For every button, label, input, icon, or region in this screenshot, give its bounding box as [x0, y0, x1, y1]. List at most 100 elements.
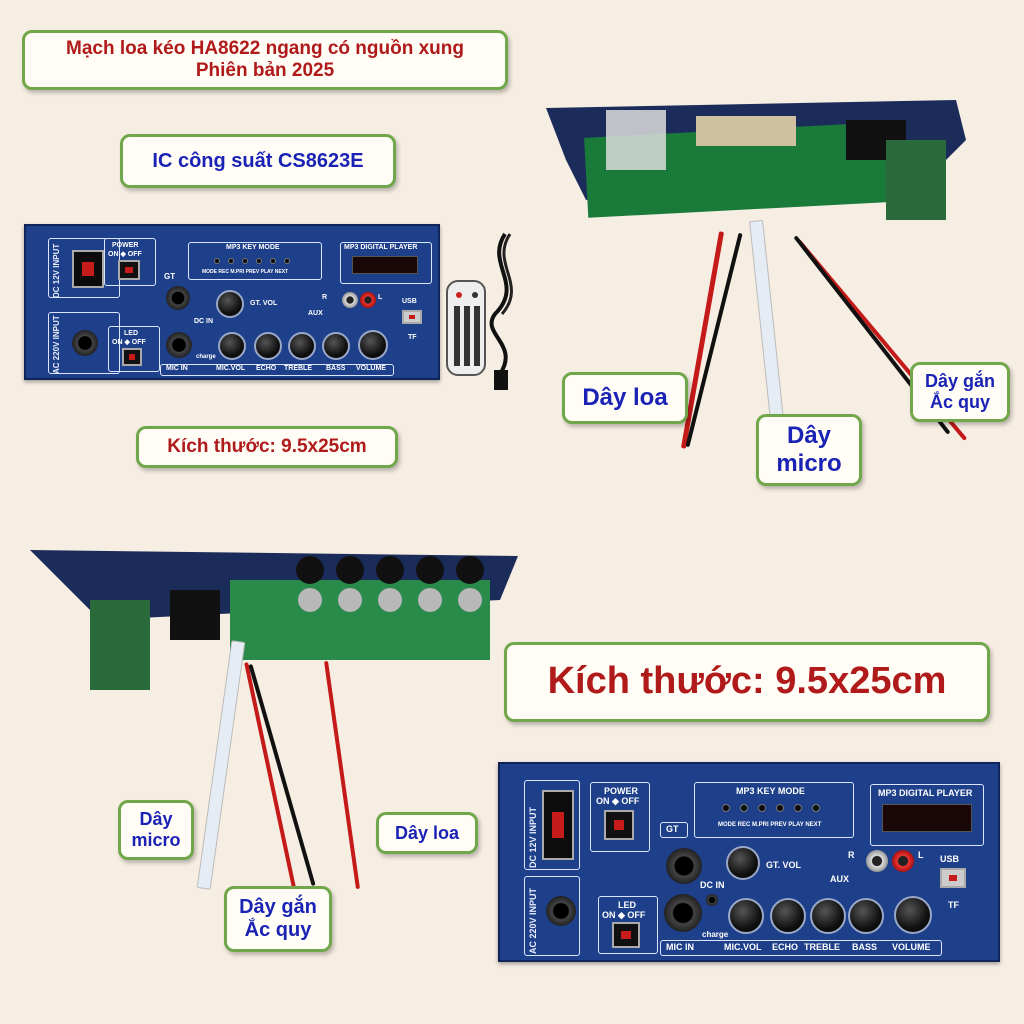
power-switch-lg[interactable]	[604, 810, 634, 840]
power-box-lg	[590, 782, 650, 852]
mic-in-jack-lg[interactable]	[664, 894, 702, 932]
volume-label: VOLUME	[356, 365, 386, 372]
ac-input-box-lg	[524, 876, 580, 956]
ac-input-label: AC 220V INPUT	[52, 315, 61, 374]
power-label: POWER	[112, 242, 139, 249]
key-led-6[interactable]	[284, 258, 290, 264]
key-led-2-lg[interactable]	[740, 804, 748, 812]
key-led-3[interactable]	[242, 258, 248, 264]
mp3-key-mode-label: MP3 KEY MODE	[226, 244, 280, 251]
led-on-off: ON ◆ OFF	[112, 339, 146, 346]
echo-label: ECHO	[256, 365, 277, 372]
led-box-lg	[598, 896, 658, 954]
gt-jack-lg[interactable]	[666, 848, 702, 884]
tf-label: TF	[408, 334, 417, 341]
key-led-5-lg[interactable]	[794, 804, 802, 812]
ac-input-label-lg: AC 220V INPUT	[528, 887, 538, 954]
led-box	[108, 326, 160, 372]
charge-label: charge	[196, 354, 216, 360]
key-led-4[interactable]	[256, 258, 262, 264]
gt-vol-knob-lg[interactable]	[726, 846, 760, 880]
key-led-1-lg[interactable]	[722, 804, 730, 812]
dc-in-label-lg: DC IN	[700, 880, 725, 890]
key-led-5[interactable]	[270, 258, 276, 264]
top-wire-white	[749, 219, 785, 431]
gt-label-lg: GT	[666, 824, 679, 834]
usb-port-lg[interactable]	[940, 868, 966, 888]
mp3-key-box	[188, 242, 322, 280]
mp3-player-label: MP3 DIGITAL PLAYER	[344, 244, 418, 251]
led-label-lg: LED	[618, 900, 636, 910]
mp3-key-mode-label-lg: MP3 KEY MODE	[736, 786, 805, 796]
power-on-off: ON ◆ OFF	[108, 251, 142, 258]
bass-knob-lg[interactable]	[848, 898, 884, 934]
power-on-off-lg: ON ◆ OFF	[596, 796, 640, 806]
mp3-display	[352, 256, 418, 274]
size-label-large: Kích thước: 9.5x25cm	[504, 642, 990, 722]
label-battery-top-line2: Ắc quy	[929, 392, 990, 412]
mp3-player-label-lg: MP3 DIGITAL PLAYER	[878, 788, 973, 798]
power-switch[interactable]	[118, 260, 140, 280]
mic-in-label: MIC IN	[166, 365, 188, 372]
led-switch[interactable]	[122, 348, 142, 366]
mic-in-label-lg: MIC IN	[666, 942, 694, 952]
mode-keys-label-lg: MODE REC M.PRI PREV PLAY NEXT	[718, 822, 822, 828]
board-photo-top-svg	[546, 100, 966, 220]
board-photo-bottom-svg	[30, 550, 518, 690]
front-panel-small: DC 12V INPUT AC 220V INPUT POWER ON ◆ OF…	[24, 224, 440, 380]
title-callout: Mạch loa kéo HA8622 ngang có nguồn xung …	[22, 30, 508, 90]
volume-knob-lg[interactable]	[894, 896, 932, 934]
usb-port[interactable]	[402, 310, 422, 324]
key-led-3-lg[interactable]	[758, 804, 766, 812]
aux-r-jack-lg[interactable]	[866, 850, 888, 872]
aux-r-label-lg: R	[848, 850, 855, 860]
mic-in-jack[interactable]	[166, 332, 192, 358]
mic-vol-knob-lg[interactable]	[728, 898, 764, 934]
title-line-2: Phiên bản 2025	[195, 60, 335, 81]
key-led-1[interactable]	[214, 258, 220, 264]
label-battery-top: Dây gắn Ắc quy	[910, 362, 1010, 422]
key-led-6-lg[interactable]	[812, 804, 820, 812]
ac-input-box	[48, 312, 120, 374]
mic-vol-knob[interactable]	[218, 332, 246, 360]
ic-label-text: IC công suất CS8623E	[152, 149, 364, 172]
echo-knob-lg[interactable]	[770, 898, 806, 934]
key-led-2[interactable]	[228, 258, 234, 264]
mp3-player-box	[340, 242, 432, 284]
led-switch-lg[interactable]	[612, 922, 640, 948]
bottom-label-strip-lg	[660, 940, 942, 956]
label-battery-bottom: Dây gắn Ắc quy	[224, 886, 332, 952]
aux-r-jack[interactable]	[342, 292, 358, 308]
bass-knob[interactable]	[322, 332, 350, 360]
title-line-1: Mạch loa kéo HA8622 ngang có nguồn xung	[66, 38, 464, 60]
aux-l-jack-lg[interactable]	[892, 850, 914, 872]
key-led-4-lg[interactable]	[776, 804, 784, 812]
led-on-off-lg: ON ◆ OFF	[602, 910, 646, 920]
echo-knob[interactable]	[254, 332, 282, 360]
volume-knob[interactable]	[358, 330, 388, 360]
remote-control	[446, 280, 486, 376]
aux-l-label-lg: L	[918, 850, 924, 860]
label-battery-bottom-line2: Ắc quy	[244, 919, 312, 941]
gt-box-lg	[660, 822, 688, 838]
gt-jack[interactable]	[166, 286, 190, 310]
size-label-small-text: Kích thước: 9.5x25cm	[167, 436, 367, 458]
mp3-key-box-lg	[694, 782, 854, 838]
dc-input-box-lg	[524, 780, 580, 870]
aux-label-lg: AUX	[830, 874, 850, 884]
gt-vol-knob[interactable]	[216, 290, 244, 318]
aux-l-jack[interactable]	[360, 292, 376, 308]
dc-input-label-lg: DC 12V INPUT	[528, 806, 538, 868]
aux-l-label: L	[378, 294, 383, 301]
front-panel-large: DC 12V INPUT AC 220V INPUT POWER ON ◆ OF…	[498, 762, 1000, 962]
label-speaker-bottom-text: Dây loa	[394, 822, 460, 843]
echo-label-lg: ECHO	[772, 942, 799, 952]
dc-in-jack-lg[interactable]	[706, 894, 718, 906]
ic-label: IC công suất CS8623E	[120, 134, 396, 188]
gt-vol-label: GT. VOL	[250, 300, 278, 307]
treble-knob-lg[interactable]	[810, 898, 846, 934]
label-battery-top-line1: Dây gắn	[924, 371, 996, 392]
power-label-lg: POWER	[604, 786, 639, 796]
dc-connector	[72, 250, 104, 288]
treble-knob[interactable]	[288, 332, 316, 360]
